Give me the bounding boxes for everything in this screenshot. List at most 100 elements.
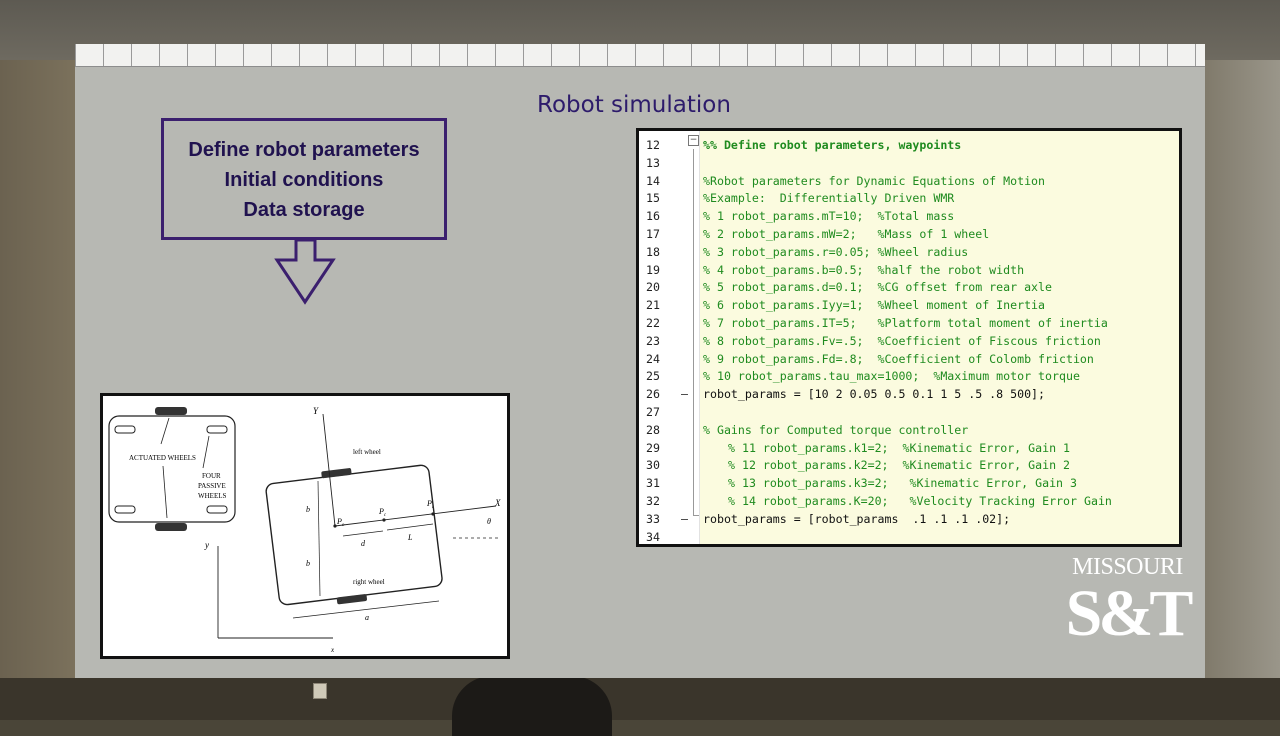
code-line[interactable]: 21% 6 robot_params.Iyy=1; %Wheel moment … xyxy=(639,297,1179,315)
code-line[interactable]: 16% 1 robot_params.mT=10; %Total mass xyxy=(639,208,1179,226)
line-number: 20 xyxy=(646,280,660,295)
missouri-st-logo: MISSOURI S&T xyxy=(1065,554,1194,650)
label-po: Po xyxy=(336,517,345,528)
label-pc: Pc xyxy=(378,507,387,518)
code-text: %Example: Differentially Driven WMR xyxy=(703,191,955,206)
code-line[interactable]: 18 % 3 robot_params.r=0.05; %Wheel radius xyxy=(639,244,1179,262)
line-number: 31 xyxy=(646,476,660,491)
code-line[interactable]: 27 xyxy=(639,404,1179,422)
line-number: 16 xyxy=(646,209,660,224)
label-pl-main: P xyxy=(426,499,432,508)
line-number: 25 xyxy=(646,369,660,384)
slide-title: Robot simulation xyxy=(537,92,731,118)
code-line[interactable]: 23% 8 robot_params.Fv=.5; %Coefficient o… xyxy=(639,333,1179,351)
code-line[interactable]: 29 % 11 robot_params.k1=2; %Kinematic Err… xyxy=(639,440,1179,458)
label-a: a xyxy=(365,613,369,622)
label-world-x: x xyxy=(330,646,335,654)
line-number: 34 xyxy=(646,529,660,544)
code-text: %% Define robot parameters, waypoints xyxy=(703,138,962,152)
label-wheels: WHEELS xyxy=(198,492,226,500)
code-text: robot_params = [robot_params .1 .1 .1 .0… xyxy=(703,511,1011,526)
label-po-main: P xyxy=(336,517,342,526)
line-number: 22 xyxy=(646,315,660,330)
code-line[interactable]: 14%Robot parameters for Dynamic Equation… xyxy=(639,173,1179,191)
code-text: % 12 robot_params.k2=2; %Kinematic Error… xyxy=(728,458,1071,473)
code-line[interactable]: 13 xyxy=(639,155,1179,173)
code-line[interactable]: 34 xyxy=(639,529,1179,544)
label-four: FOUR xyxy=(202,472,221,480)
label-L: L xyxy=(407,533,413,542)
line-number: 19 xyxy=(646,262,660,277)
fold-guide-end xyxy=(693,515,699,516)
code-line[interactable]: 12 %% Define robot parameters, waypoints xyxy=(639,137,1179,155)
code-line[interactable]: 19 % 4 robot_params.b=0.5; %half the robo… xyxy=(639,262,1179,280)
room-wall-left xyxy=(0,60,75,720)
label-pl-sub: l xyxy=(432,505,434,510)
label-passive: PASSIVE xyxy=(198,482,226,490)
slide-ruler xyxy=(75,44,1205,67)
code-text: % 8 robot_params.Fv=.5; %Coefficient of … xyxy=(703,333,1101,348)
line-number: 18 xyxy=(646,244,660,259)
label-theta: θ xyxy=(487,517,491,526)
code-text: % 4 robot_params.b=0.5; %half the robot … xyxy=(703,262,1025,277)
label-b-upper: b xyxy=(306,505,310,514)
fold-collapse-icon[interactable]: − xyxy=(688,135,699,146)
code-line[interactable]: 25 % 10 robot_params.tau_max=1000; %Maxim… xyxy=(639,368,1179,386)
label-body-Y: Y xyxy=(313,406,319,416)
callout-box: Define robot parameters Initial conditio… xyxy=(161,118,447,240)
code-line[interactable]: 22 % 7 robot_params.IT=5; %Platform total… xyxy=(639,315,1179,333)
code-line[interactable]: 31 % 13 robot_params.k3=2; %Kinematic Err… xyxy=(639,475,1179,493)
room-wall-right xyxy=(1205,60,1280,720)
breakpoint-marker[interactable]: – xyxy=(681,511,688,526)
room-floor xyxy=(0,678,1280,720)
code-line[interactable]: 24% 9 robot_params.Fd=.8; %Coefficient o… xyxy=(639,351,1179,369)
label-pl: Pl xyxy=(426,499,434,510)
line-number: 29 xyxy=(646,440,660,455)
code-text: % 13 robot_params.k3=2; %Kinematic Error… xyxy=(728,476,1078,491)
code-line[interactable]: 17% 2 robot_params.mW=2; %Mass of 1 whee… xyxy=(639,226,1179,244)
line-number: 32 xyxy=(646,493,660,508)
label-d: d xyxy=(361,539,366,548)
projected-slide: Robot simulation Define robot parameters… xyxy=(75,44,1205,678)
fold-guide xyxy=(693,149,694,515)
label-pc-sub: c xyxy=(384,513,387,518)
code-text: % 3 robot_params.r=0.05; %Wheel radius xyxy=(703,244,969,259)
callout-line-data-storage: Data storage xyxy=(243,199,365,221)
line-number: 27 xyxy=(646,404,660,419)
code-gutter xyxy=(639,131,700,544)
line-number: 15 xyxy=(646,191,660,206)
code-line[interactable]: 28% Gains for Computed torque controller xyxy=(639,422,1179,440)
line-number: 12 xyxy=(646,138,660,152)
robot-diagram: ACTUATED WHEELS FOUR PASSIVE WHEELS y x … xyxy=(100,393,510,659)
callout-line-initial-conditions: Initial conditions xyxy=(224,169,384,191)
line-number: 33 xyxy=(646,511,660,526)
code-line[interactable]: 32 % 14 robot_params.K=20; %Velocity Trac… xyxy=(639,493,1179,511)
callout-down-arrow-icon xyxy=(274,238,336,305)
code-text: % 14 robot_params.K=20; %Velocity Tracki… xyxy=(728,493,1112,508)
code-line[interactable]: 26–robot_params = [10 2 0.05 0.5 0.1 1 5… xyxy=(639,386,1179,404)
label-po-sub: o xyxy=(342,523,345,528)
code-line[interactable]: 20% 5 robot_params.d=0.1; %CG offset fro… xyxy=(639,279,1179,297)
line-number: 21 xyxy=(646,298,660,313)
breakpoint-marker[interactable]: – xyxy=(681,387,688,402)
wall-outlet xyxy=(313,683,327,699)
code-text: % 2 robot_params.mW=2; %Mass of 1 wheel xyxy=(703,226,990,241)
code-text: % 7 robot_params.IT=5; %Platform total m… xyxy=(703,315,1108,330)
code-line[interactable]: 15 %Example: Differentially Driven WMR xyxy=(639,190,1179,208)
line-number: 24 xyxy=(646,351,660,366)
code-editor[interactable]: − 12 %% Define robot parameters, waypoint… xyxy=(636,128,1182,547)
label-actuated-wheels: ACTUATED WHEELS xyxy=(129,454,196,462)
presenter-silhouette xyxy=(452,676,612,736)
code-text: % 10 robot_params.tau_max=1000; %Maximum… xyxy=(703,369,1080,384)
label-right-wheel: right wheel xyxy=(353,578,385,586)
label-left-wheel: left wheel xyxy=(353,448,381,456)
line-number: 30 xyxy=(646,458,660,473)
line-number: 13 xyxy=(646,155,660,170)
label-b-lower: b xyxy=(306,559,310,568)
logo-text-main: S&T xyxy=(1065,577,1194,650)
code-text: % 11 robot_params.k1=2; %Kinematic Error… xyxy=(728,440,1071,455)
code-line[interactable]: 30 % 12 robot_params.k2=2; %Kinematic Err… xyxy=(639,457,1179,475)
code-line[interactable]: 33 –robot_params = [robot_params .1 .1 .1… xyxy=(639,511,1179,529)
robot-diagram-svg: ACTUATED WHEELS FOUR PASSIVE WHEELS y x … xyxy=(108,406,501,654)
